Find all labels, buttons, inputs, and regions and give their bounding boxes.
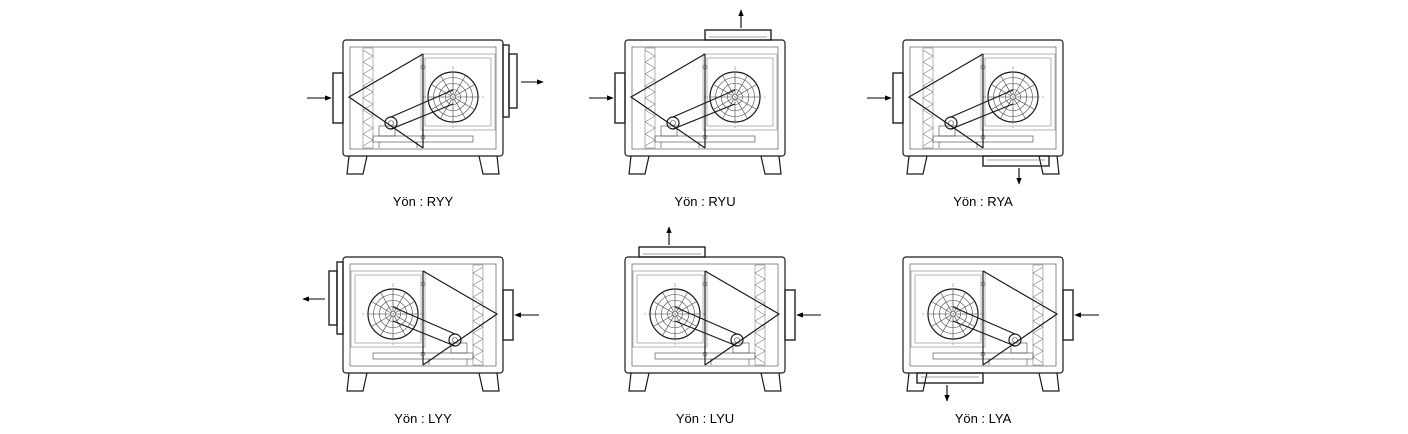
fan-wheel-icon [362,283,424,345]
unit-drawing [307,39,544,175]
motor [378,89,454,137]
unit-caption: Yön : RYA [953,194,1013,209]
unit-caption: Yön : LYU [676,411,734,426]
inlet-flange [332,72,344,124]
fan-housing [702,53,778,131]
inlet-flange [502,289,514,341]
fan-housing [420,53,496,131]
leg-left [346,155,368,175]
fan-housing [632,270,708,348]
filter [472,264,484,366]
motor [952,306,1028,354]
outlet-flange [916,372,984,384]
motor [938,89,1014,137]
fan-wheel-icon [922,283,984,345]
door-triangle [347,53,424,149]
unit-ryu: Yön : RYU [589,9,786,209]
units-grid: Yön : RYY Yön : RYU Yön : RYA Yön : LYY Yön … [302,9,1099,426]
filter [644,47,656,149]
fan-housing [350,270,426,348]
leg-right [628,372,650,392]
outlet-flange [502,44,518,118]
fan-wheel-icon [704,66,766,128]
outlet-flange [638,246,706,258]
leg-right [478,155,500,175]
door-triangle [422,270,499,366]
unit-lyy: Yön : LYY [302,256,539,426]
outlet-flange [328,261,344,335]
inlet-flange [614,72,626,124]
leg-left [628,155,650,175]
filter [362,47,374,149]
leg-left [906,155,928,175]
leg-left [1038,372,1060,392]
unit-drawing [624,226,821,392]
door-triangle [907,53,984,149]
fan-wheel-icon [982,66,1044,128]
unit-caption: Yön : RYU [674,194,735,209]
unit-drawing [867,39,1064,185]
leg-left [760,372,782,392]
fan-housing [980,53,1056,131]
door-triangle [982,270,1059,366]
leg-right [760,155,782,175]
filter [922,47,934,149]
unit-caption: Yön : LYY [394,411,452,426]
filter [1032,264,1044,366]
door-triangle [629,53,706,149]
filter [754,264,766,366]
unit-drawing [302,256,539,392]
outlet-flange [704,29,772,41]
unit-drawing [589,9,786,175]
inlet-flange [892,72,904,124]
leg-right [346,372,368,392]
inlet-flange [784,289,796,341]
unit-caption: Yön : LYA [955,411,1012,426]
leg-right [1038,155,1060,175]
fan-wheel-icon [422,66,484,128]
unit-drawing [902,256,1099,402]
motor [660,89,736,137]
unit-rya: Yön : RYA [867,39,1064,209]
leg-right [906,372,928,392]
door-triangle [704,270,781,366]
inlet-flange [1062,289,1074,341]
unit-ryy: Yön : RYY [307,39,544,209]
fan-wheel-icon [644,283,706,345]
outlet-flange [982,155,1050,167]
motor [392,306,468,354]
unit-caption: Yön : RYY [393,194,454,209]
unit-lya: Yön : LYA [902,256,1099,426]
fan-housing [910,270,986,348]
unit-lyu: Yön : LYU [624,226,821,426]
leg-left [478,372,500,392]
